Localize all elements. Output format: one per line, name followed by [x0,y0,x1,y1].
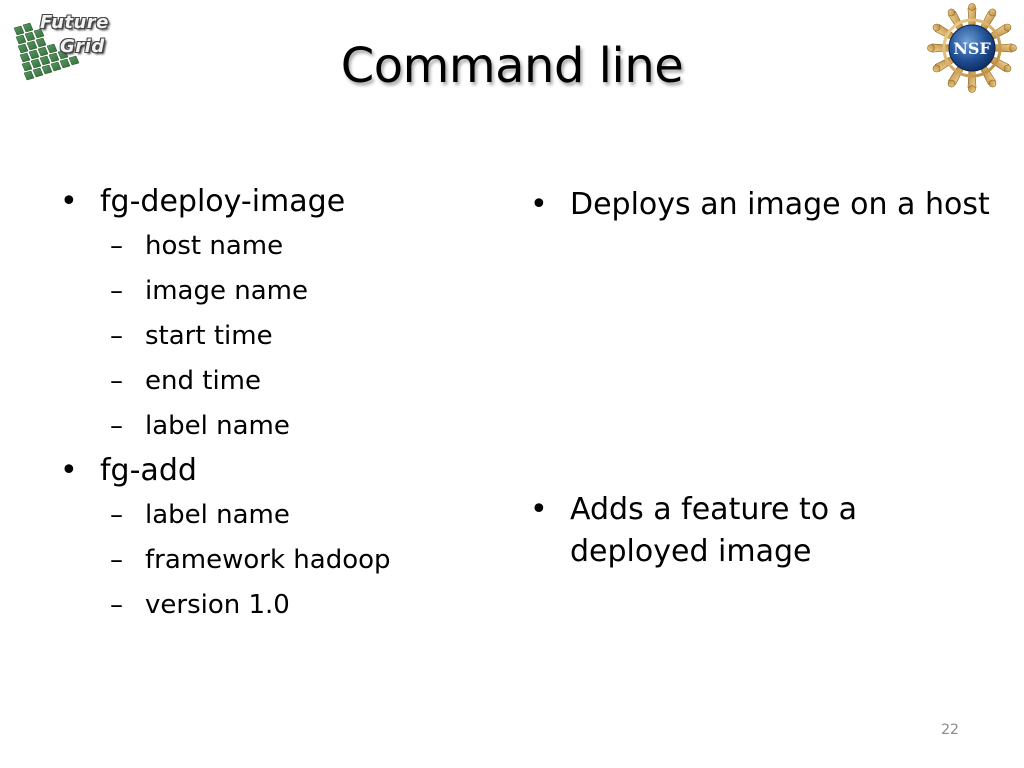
sub-bullet-item: – end time [60,359,500,404]
page-number: 22 [941,722,959,738]
sub-bullet-glyph: – [110,366,123,396]
sub-bullet-item: – label name [60,404,500,449]
futuregrid-grid-icon [13,22,80,81]
left-column: • fg-deploy-image – host name – image na… [60,180,500,628]
bullet-glyph: • [60,453,78,488]
bullet-item: • fg-deploy-image [60,180,500,224]
futuregrid-logo-future-text: Future [40,12,109,33]
sub-bullet-item: – framework hadoop [60,538,500,583]
nsf-logo: NSF [926,2,1018,94]
bullet-item: • Adds a feature to a deployed image [530,489,990,573]
sub-bullet-text: start time [145,321,273,351]
bullet-text: fg-deploy-image [100,184,346,219]
sub-bullet-glyph: – [110,590,123,620]
bullet-glyph: • [530,187,548,222]
bullet-text: fg-add [100,453,197,488]
sub-bullet-item: – start time [60,314,500,359]
bullet-item: • fg-add [60,449,500,493]
bullet-text: Adds a feature to a deployed image [570,492,858,569]
sub-bullet-glyph: – [110,321,123,351]
sub-bullet-text: label name [145,500,290,530]
sub-bullet-glyph: – [110,500,123,530]
futuregrid-logo-grid-text: Grid [60,36,105,57]
sub-bullet-item: – label name [60,493,500,538]
sub-bullet-item: – version 1.0 [60,583,500,628]
nsf-logo-text: NSF [953,39,991,58]
sub-bullet-text: host name [145,231,284,261]
bullet-item: • Deploys an image on a host [530,184,990,226]
sub-bullet-text: end time [145,366,261,396]
bullet-text: Deploys an image on a host [570,187,990,222]
bullet-glyph: • [60,184,78,219]
slide-title: Command line [340,38,684,94]
bullet-glyph: • [530,492,548,527]
futuregrid-logo: Future Grid [8,6,130,90]
sub-bullet-glyph: – [110,545,123,575]
sub-bullet-text: version 1.0 [145,590,290,620]
sub-bullet-text: label name [145,411,290,441]
sub-bullet-text: image name [145,276,308,306]
sub-bullet-item: – image name [60,269,500,314]
sub-bullet-item: – host name [60,224,500,269]
nsf-seal-icon: NSF [927,3,1017,93]
sub-bullet-glyph: – [110,231,123,261]
sub-bullet-text: framework hadoop [145,545,391,575]
sub-bullet-glyph: – [110,276,123,306]
sub-bullet-glyph: – [110,411,123,441]
